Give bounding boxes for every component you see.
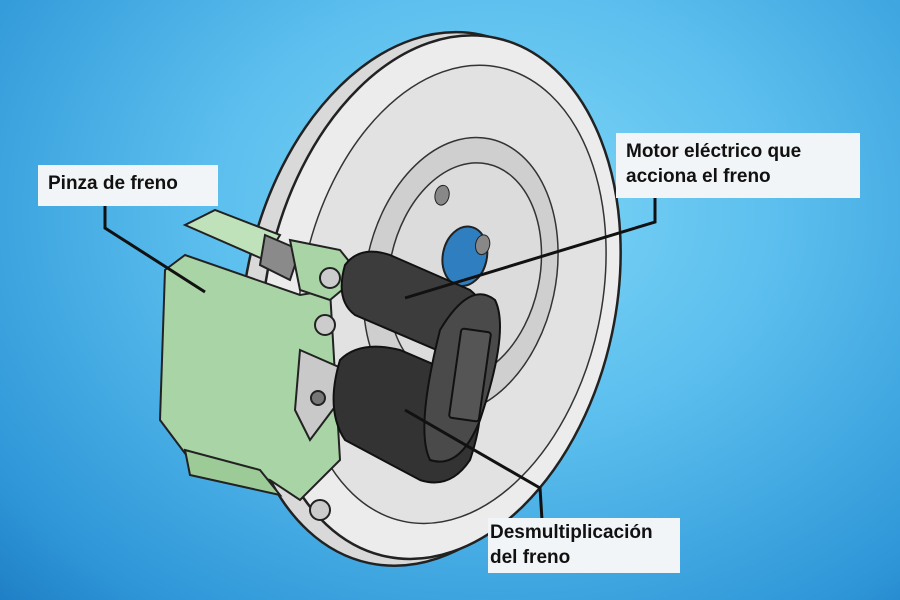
- gear-reduction-label: Desmultiplicación del freno: [488, 518, 680, 573]
- motor-label-line1: Motor eléctrico que: [626, 141, 802, 162]
- caliper-label: Pinza de freno: [38, 165, 218, 206]
- gear-label-line1: Desmultiplicación: [490, 522, 653, 543]
- gear-leader-line: [404, 408, 544, 521]
- motor-leader-line: [404, 198, 657, 300]
- caliper-leader-line: [103, 206, 206, 294]
- caliper-label-text: Pinza de freno: [48, 173, 178, 194]
- motor-label: Motor eléctrico que acciona el freno: [616, 133, 860, 198]
- motor-label-line2: acciona el freno: [626, 166, 771, 187]
- gear-label-line2: del freno: [490, 547, 571, 568]
- electric-motor: [332, 250, 501, 484]
